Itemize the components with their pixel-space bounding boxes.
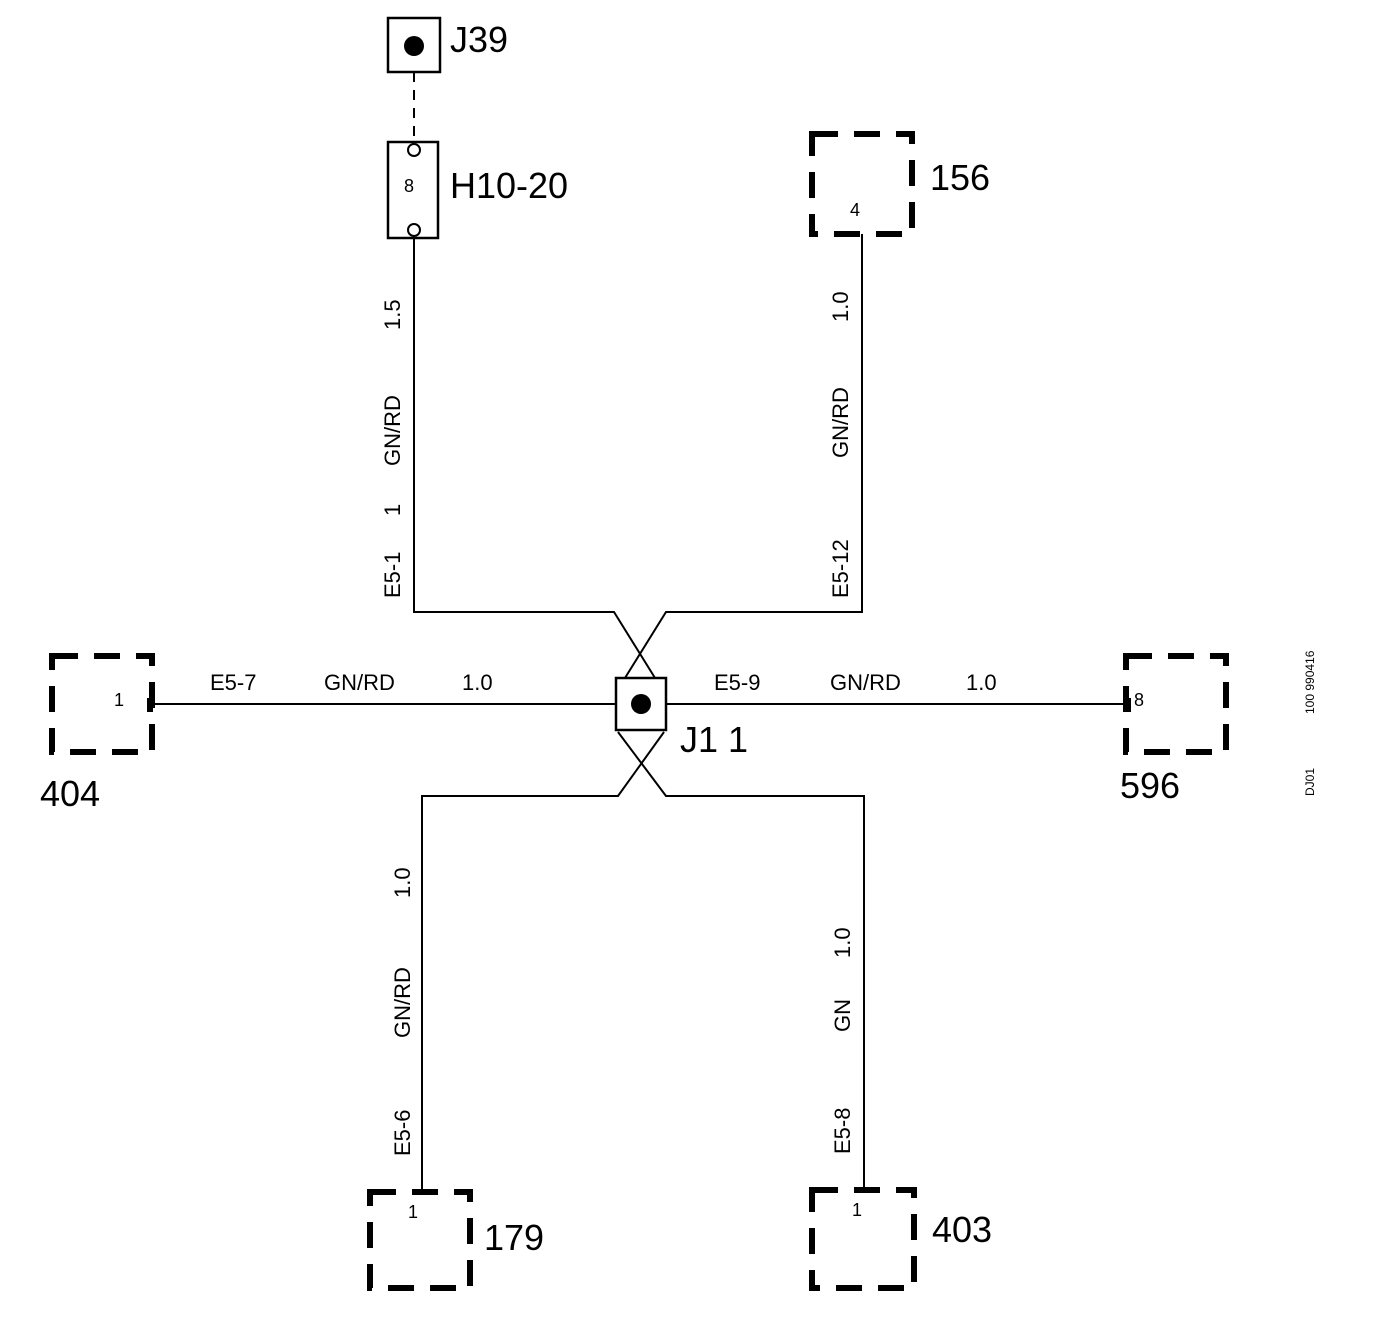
ul-wire-id: E5-1 [380,552,405,598]
side-ref: 100 990416 [1303,650,1317,714]
c596-pin: 8 [1134,690,1144,710]
ll-wire-size: 1.0 [390,867,415,898]
left-wire-id: E5-7 [210,670,256,695]
right-wire-id: E5-9 [714,670,760,695]
connector-403: 1 403 [809,1187,992,1291]
right-wire-labels: E5-9 GN/RD 1.0 [714,670,997,695]
left-wire-color: GN/RD [324,670,395,695]
fuse-h10-20: 8 H10-20 [386,140,568,240]
ul-wire-size: 1.5 [380,299,405,330]
ur-wire-id: E5-12 [828,539,853,598]
ul-wire-color: GN/RD [380,395,405,466]
ll-wire-color: GN/RD [390,967,415,1038]
lr-wire-id: E5-8 [830,1108,855,1154]
c179-pin: 1 [408,1202,418,1222]
c404-pin: 1 [114,690,124,710]
connector-596: 8 596 [1120,653,1229,806]
connector-179: 1 179 [367,1189,544,1291]
h10-20-label: H10-20 [450,165,568,206]
lr-wire-color: GN [830,999,855,1032]
lr-wire-size: 1.0 [830,927,855,958]
ur-wire-size: 1.0 [828,291,853,322]
c596-label: 596 [1120,765,1180,806]
connector-156: 4 156 [809,131,990,237]
right-wire-size: 1.0 [966,670,997,695]
ul-wire-pin: 1 [380,504,405,516]
c403-label: 403 [932,1209,992,1250]
ll-wire-id: E5-6 [390,1110,415,1156]
lower-left-wire-labels: 1.0 GN/RD E5-6 [390,867,415,1156]
c404-label: 404 [40,773,100,814]
c403-pin: 1 [852,1200,862,1220]
lower-right-wire-labels: 1.0 GN E5-8 [830,927,855,1154]
j39-label: J39 [450,19,508,60]
connector-404: 1 404 [40,653,155,814]
upper-left-wire-labels: 1.5 GN/RD 1 E5-1 [380,299,405,598]
connector-j39: J39 [386,16,508,74]
c156-pin: 4 [850,200,860,220]
c179-label: 179 [484,1217,544,1258]
h10-20-pin: 8 [404,176,414,196]
right-wire-color: GN/RD [830,670,901,695]
upper-right-wire-labels: 1.0 GN/RD E5-12 [828,291,853,598]
c156-label: 156 [930,157,990,198]
splice-j1: J1 1 [614,676,748,760]
side-code: DJ01 [1303,768,1317,796]
left-wire-size: 1.0 [462,670,493,695]
j1-label: J1 1 [680,719,748,760]
side-notes: 100 990416 DJ01 [1303,650,1317,796]
left-wire-labels: E5-7 GN/RD 1.0 [210,670,493,695]
ur-wire-color: GN/RD [828,387,853,458]
